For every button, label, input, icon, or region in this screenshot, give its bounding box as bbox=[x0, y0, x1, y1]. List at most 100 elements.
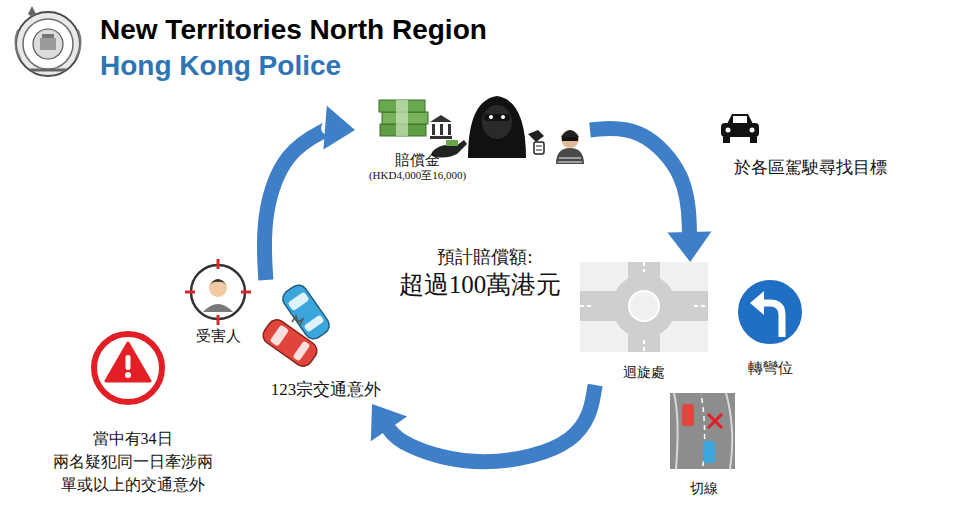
car-icon-part bbox=[723, 137, 730, 143]
arrow-shaft bbox=[387, 385, 595, 462]
police-emblem-part bbox=[76, 30, 81, 58]
car-icon-part bbox=[733, 116, 747, 123]
bank-icon bbox=[430, 115, 452, 139]
text-holder: 轉彎位 bbox=[732, 359, 808, 378]
turn-sign-part bbox=[762, 303, 782, 337]
turn-sign-part bbox=[750, 291, 764, 315]
thief-icon-part bbox=[558, 158, 582, 162]
roundabout-image-part bbox=[580, 262, 708, 352]
hand-icon-part bbox=[446, 140, 458, 146]
arrow-shaft bbox=[264, 128, 328, 280]
target-search: 於各區駕駛尋找目標 bbox=[715, 108, 905, 182]
estimate-caption: 預計賠償額: bbox=[405, 245, 565, 269]
roundabout-image-part bbox=[580, 291, 708, 321]
text-holder: 受害人 bbox=[180, 327, 256, 346]
lane-cut-image-part bbox=[670, 393, 735, 469]
node-label: 轉彎位 bbox=[732, 359, 808, 378]
node-label: (HKD4,000至16,000) bbox=[355, 169, 480, 183]
hacker-icon-part bbox=[484, 114, 510, 121]
hacker-icon-part bbox=[482, 105, 512, 139]
roundabout-image-part bbox=[629, 291, 659, 321]
turn-sign-part bbox=[737, 279, 803, 345]
police-emblem-part bbox=[30, 69, 66, 72]
crash-icon-part-part bbox=[260, 316, 321, 369]
handover-icon-part bbox=[528, 130, 544, 142]
police-emblem-part bbox=[23, 19, 73, 69]
estimate-amount: 超過100萬港元 bbox=[375, 268, 585, 301]
warning-sign-part bbox=[106, 343, 150, 381]
roundabout-image-part bbox=[580, 262, 708, 352]
crash-icon-part-part bbox=[292, 341, 310, 362]
text-holder: 賠償金(HKD4,000至16,000) bbox=[355, 151, 480, 184]
police-emblem-part bbox=[28, 6, 36, 17]
victim-icon-part bbox=[209, 279, 227, 297]
hacker-icon-part bbox=[489, 115, 493, 119]
car-icon-part bbox=[750, 128, 755, 133]
accident-count: 123宗交通意外 bbox=[262, 280, 390, 404]
arrow-shaft bbox=[590, 128, 690, 235]
cycle-arrow bbox=[590, 128, 711, 262]
car-icon-part bbox=[726, 128, 731, 133]
node-label: 賠償金 bbox=[355, 151, 480, 170]
subtitle: Hong Kong Police bbox=[100, 50, 341, 82]
roundabout-image-part bbox=[612, 274, 676, 338]
thief-icon-part bbox=[556, 148, 584, 164]
thief-icon-part bbox=[561, 130, 579, 148]
page-title: New Territories North Region bbox=[100, 14, 487, 46]
victim: 受害人 bbox=[180, 255, 256, 350]
lane-cut-image-part bbox=[682, 404, 694, 426]
roundabout-image bbox=[580, 262, 708, 352]
victim-icon-part bbox=[209, 279, 227, 286]
warning-sign-part bbox=[125, 372, 131, 378]
arrow-head bbox=[371, 404, 407, 441]
cycle-arrow bbox=[264, 106, 355, 280]
crash-icon-part bbox=[260, 316, 321, 369]
victim-icon-part bbox=[203, 304, 233, 312]
lane-cut-image bbox=[670, 393, 735, 469]
bank-icon-part bbox=[432, 124, 435, 135]
thief-icon bbox=[556, 130, 584, 164]
crash-icon-part-part bbox=[287, 292, 309, 312]
lane-cut-spot: 切線 bbox=[665, 391, 742, 501]
node-label: 迴旋處 bbox=[578, 364, 710, 382]
turn-spot: 轉彎位 bbox=[732, 275, 808, 382]
warning-note: 當中有34日 兩名疑犯同一日牽涉兩 單或以上的交通意外 bbox=[35, 328, 230, 500]
police-emblem-part bbox=[16, 12, 80, 76]
police-emblem-part bbox=[42, 34, 54, 38]
bank-icon-part bbox=[448, 124, 451, 135]
handover-icon-part bbox=[534, 142, 544, 154]
police-emblem-part bbox=[15, 30, 20, 58]
hacker-icon-part bbox=[468, 96, 526, 158]
money-icon bbox=[379, 100, 428, 136]
car-icon bbox=[721, 114, 759, 143]
police-emblem bbox=[15, 6, 80, 76]
text-holder: 切線 bbox=[665, 480, 742, 498]
warning-sign-part bbox=[126, 355, 131, 370]
text-holder: 當中有34日 兩名疑犯同一日牽涉兩 單或以上的交通意外 bbox=[35, 427, 230, 496]
lane-cut-image-part bbox=[674, 393, 732, 469]
text-holder: 123宗交通意外 bbox=[262, 379, 390, 400]
car-icon-part bbox=[750, 137, 757, 143]
handover-icon bbox=[528, 130, 544, 154]
police-emblem-part bbox=[40, 38, 56, 50]
thief-icon-part bbox=[561, 130, 579, 137]
victim-icon-part bbox=[185, 259, 251, 325]
warning-sign-part bbox=[94, 334, 162, 402]
warning-sign bbox=[94, 334, 162, 402]
hacker-icon-part bbox=[501, 115, 505, 119]
lane-cut-image-part bbox=[703, 441, 715, 463]
crash-icon-part-part bbox=[270, 324, 290, 346]
money-icon-part bbox=[396, 100, 408, 136]
thief-icon-part bbox=[562, 137, 578, 141]
payout-group: 賠償金(HKD4,000至16,000) bbox=[355, 95, 590, 187]
lane-cut-image-part bbox=[708, 414, 722, 428]
turn-sign bbox=[737, 279, 803, 345]
node-label: 切線 bbox=[665, 480, 742, 498]
roundabout-spot: 迴旋處 bbox=[578, 262, 710, 385]
hacker-icon bbox=[468, 96, 526, 158]
car-icon-part bbox=[721, 123, 759, 137]
crash-icon-part-part bbox=[304, 314, 325, 332]
node-label: 123宗交通意外 bbox=[262, 379, 390, 400]
victim-icon bbox=[185, 259, 251, 325]
